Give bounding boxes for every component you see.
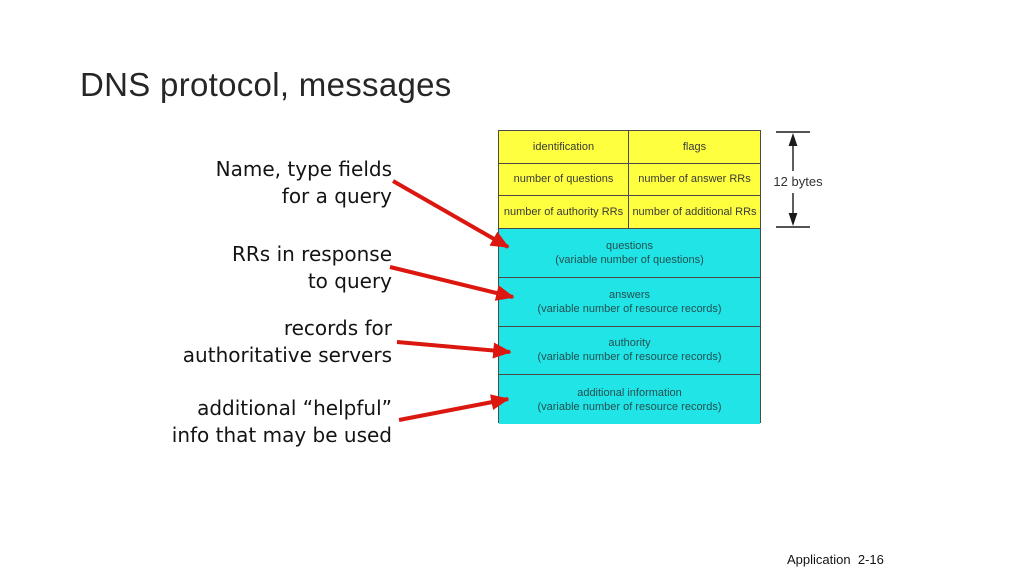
annotation-additional-info: additional “helpful” info that may be us… [171,396,392,447]
arrow-to-answers-icon [389,265,515,301]
row-additional-subtitle: (variable number of resource records) [537,400,722,413]
dns-header-section: identification flags number of questions… [499,131,760,229]
row-questions: questions (variable number of questions) [499,229,760,278]
row-authority: authority (variable number of resource r… [499,326,760,376]
arrow-to-questions-icon [392,179,510,249]
page-title: DNS protocol, messages [80,66,452,103]
annotation-query-fields: Name, type fields for a query [215,157,392,208]
row-additional-information: additional information (variable number … [499,375,760,424]
cell-num-answer-rrs: number of answer RRs [629,163,760,197]
arrow-to-additional-icon [398,394,510,422]
cell-identification: identification [499,131,629,164]
cell-num-questions: number of questions [499,163,629,197]
row-answers: answers (variable number of resource rec… [499,277,760,327]
arrow-to-authority-icon [396,340,512,359]
dns-body-section: questions (variable number of questions)… [499,229,760,424]
annotation-response-rrs: RRs in response to query [232,242,392,293]
row-authority-title: authority [608,337,651,350]
twelve-bytes-label: 12 bytes [769,174,827,189]
annotation-authoritative-records: records for authoritative servers [182,316,392,367]
slide-number: Application 2-16 [787,552,884,567]
row-answers-subtitle: (variable number of resource records) [537,302,722,315]
cell-num-additional-rrs: number of additional RRs [629,196,760,229]
row-answers-title: answers [609,288,650,301]
row-questions-title: questions [605,239,654,252]
row-additional-title: additional information [577,386,682,399]
measure-arrowhead-up-icon [788,133,798,146]
cell-flags: flags [629,131,760,164]
cell-num-authority-rrs: number of authority RRs [499,196,629,229]
measure-arrowhead-down-icon [788,213,798,226]
dns-message-table: identification flags number of questions… [498,130,761,424]
row-questions-subtitle: (variable number of questions) [555,253,704,266]
row-authority-subtitle: (variable number of resource records) [537,351,722,364]
